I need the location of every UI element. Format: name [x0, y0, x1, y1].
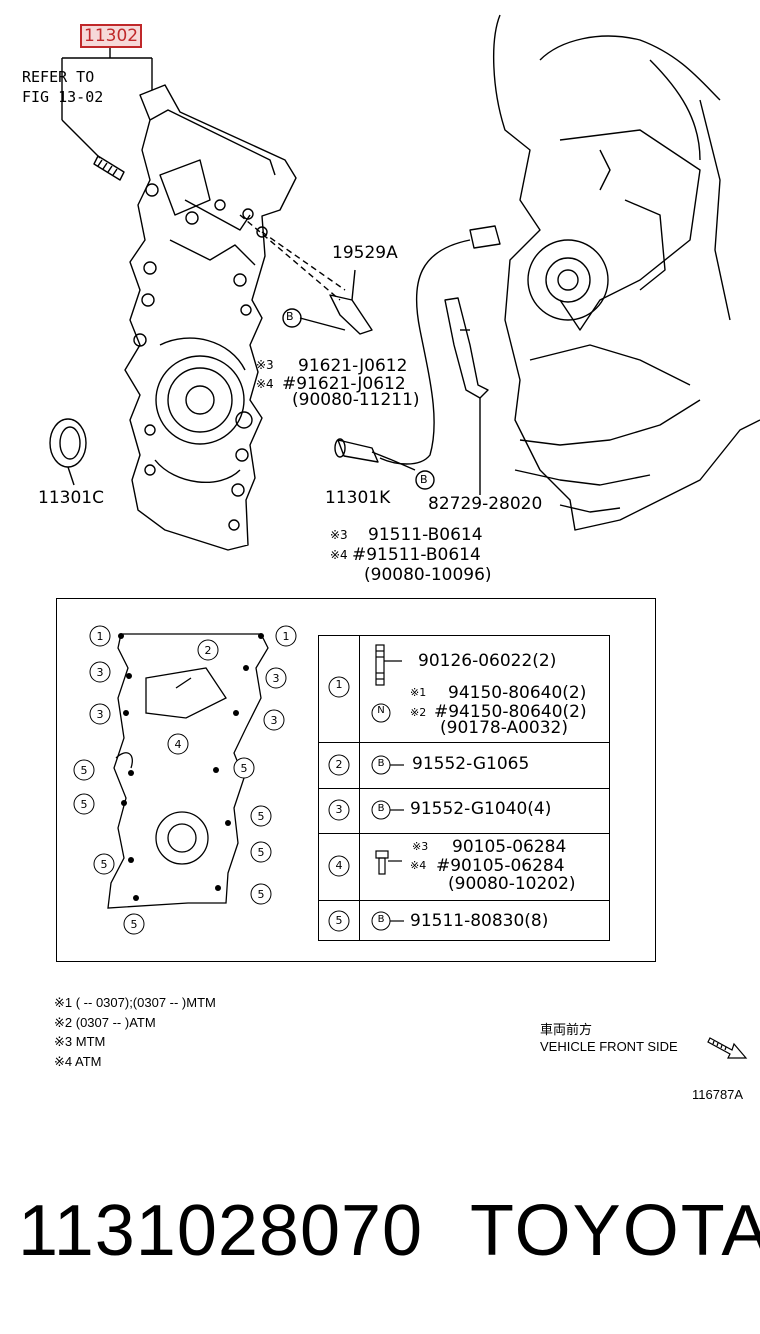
- badge-b: B: [377, 758, 385, 769]
- note-mark: ※2: [410, 706, 427, 719]
- bolt-b-line-1[interactable]: 91511-B0614: [368, 525, 483, 545]
- bolt-b-line-3[interactable]: (90080-10096): [364, 565, 492, 585]
- exploded-drawing: [49, 14, 760, 551]
- diagram-number: 5: [258, 846, 265, 859]
- diagram-number: 1: [97, 630, 104, 643]
- legend-part-1b[interactable]: 94150-80640(2): [448, 683, 587, 703]
- diagram-number: 4: [175, 738, 182, 751]
- legend-row-number: 4: [335, 859, 343, 872]
- bolt-a-line-3[interactable]: (90080-11211): [292, 390, 420, 410]
- legend-panel: [56, 598, 656, 962]
- circle-b-badge-1: B: [286, 310, 294, 323]
- legend-part-1d[interactable]: (90178-A0032): [440, 718, 568, 738]
- legend-part-2[interactable]: 91552-G1065: [412, 754, 530, 774]
- bolt-b-line-2[interactable]: #91511-B0614: [352, 545, 481, 565]
- direction-en: VEHICLE FRONT SIDE: [540, 1039, 678, 1054]
- footer-brand: TOYOTA: [470, 1191, 760, 1271]
- diagram-number: 3: [273, 672, 280, 685]
- direction-jp: 車両前方: [540, 1022, 593, 1037]
- part-label-11301C[interactable]: 11301C: [38, 488, 104, 508]
- legend-row-number: 2: [335, 758, 343, 771]
- bolt-a-line-1[interactable]: 91621-J0612: [298, 356, 408, 376]
- direction-arrow-icon: [707, 1037, 748, 1059]
- note-line-2: ※2 (0307 -- )ATM: [54, 1015, 156, 1030]
- legend-part-3[interactable]: 91552-G1040(4): [410, 799, 552, 819]
- badge-b: B: [377, 803, 385, 814]
- part-label-19529A[interactable]: 19529A: [332, 243, 398, 263]
- note-mark: ※4: [410, 859, 427, 872]
- note-line-4: ※4 ATM: [54, 1054, 102, 1069]
- note-line-3: ※3 MTM: [54, 1034, 106, 1049]
- legend-part-5[interactable]: 91511-80830(8): [410, 911, 549, 931]
- note-line-1: ※1 ( -- 0307);(0307 -- )MTM: [54, 995, 216, 1010]
- note-mark: ※3: [256, 358, 274, 372]
- legend-part-1c[interactable]: #94150-80640(2): [434, 702, 587, 722]
- legend-part-4c[interactable]: (90080-10202): [448, 874, 576, 894]
- circle-b-badge-2: B: [420, 473, 428, 486]
- legend-table: [318, 635, 610, 941]
- diagram-number: 5: [101, 858, 108, 871]
- note-mark: ※1: [410, 686, 427, 699]
- diagram-number: 1: [283, 630, 290, 643]
- legend-row-number: 5: [335, 914, 343, 927]
- diagram-number: 5: [131, 918, 138, 931]
- diagram-number: 5: [81, 764, 88, 777]
- bolt-position-diagram: 1 1 2 3 3 3 3 4 5 5 5 5 5 5 5 5: [73, 625, 297, 935]
- note-mark: ※3: [412, 840, 429, 853]
- note-mark: ※4: [330, 548, 348, 562]
- legend-row-divider: [319, 742, 609, 743]
- legend-icons: [328, 644, 404, 932]
- legend-row-divider: [319, 833, 609, 834]
- note-mark: ※3: [330, 528, 348, 542]
- diagram-number: 3: [271, 714, 278, 727]
- legend-part-4b[interactable]: #90105-06284: [436, 856, 565, 876]
- footer-part-number: 1131028070: [18, 1191, 424, 1271]
- badge-b: B: [377, 914, 385, 925]
- diagram-number: 3: [97, 666, 104, 679]
- diagram-number: 5: [258, 888, 265, 901]
- diagram-number: 5: [81, 798, 88, 811]
- bolt-a-line-2[interactable]: #91621-J0612: [282, 374, 406, 394]
- diagram-number: 5: [258, 810, 265, 823]
- legend-part-1a[interactable]: 90126-06022(2): [418, 651, 557, 671]
- note-mark: ※4: [256, 377, 274, 391]
- legend-row-divider: [319, 900, 609, 901]
- part-label-11301K[interactable]: 11301K: [325, 488, 391, 508]
- main-part-callout[interactable]: 11302: [80, 24, 143, 48]
- refer-line-1: REFER TO: [22, 68, 95, 86]
- legend-part-4a[interactable]: 90105-06284: [452, 837, 567, 857]
- legend-row-number: 1: [335, 678, 343, 691]
- diagram-number: 5: [241, 762, 248, 775]
- refer-line-2: FIG 13-02: [22, 88, 104, 106]
- figure-id: 116787A: [692, 1087, 744, 1102]
- diagram-number: 2: [205, 644, 212, 657]
- part-label-82729[interactable]: 82729-28020: [428, 494, 543, 514]
- diagram-number: 3: [97, 708, 104, 721]
- badge-n: N: [377, 705, 385, 716]
- legend-row-number: 3: [335, 803, 343, 816]
- legend-row-divider: [319, 788, 609, 789]
